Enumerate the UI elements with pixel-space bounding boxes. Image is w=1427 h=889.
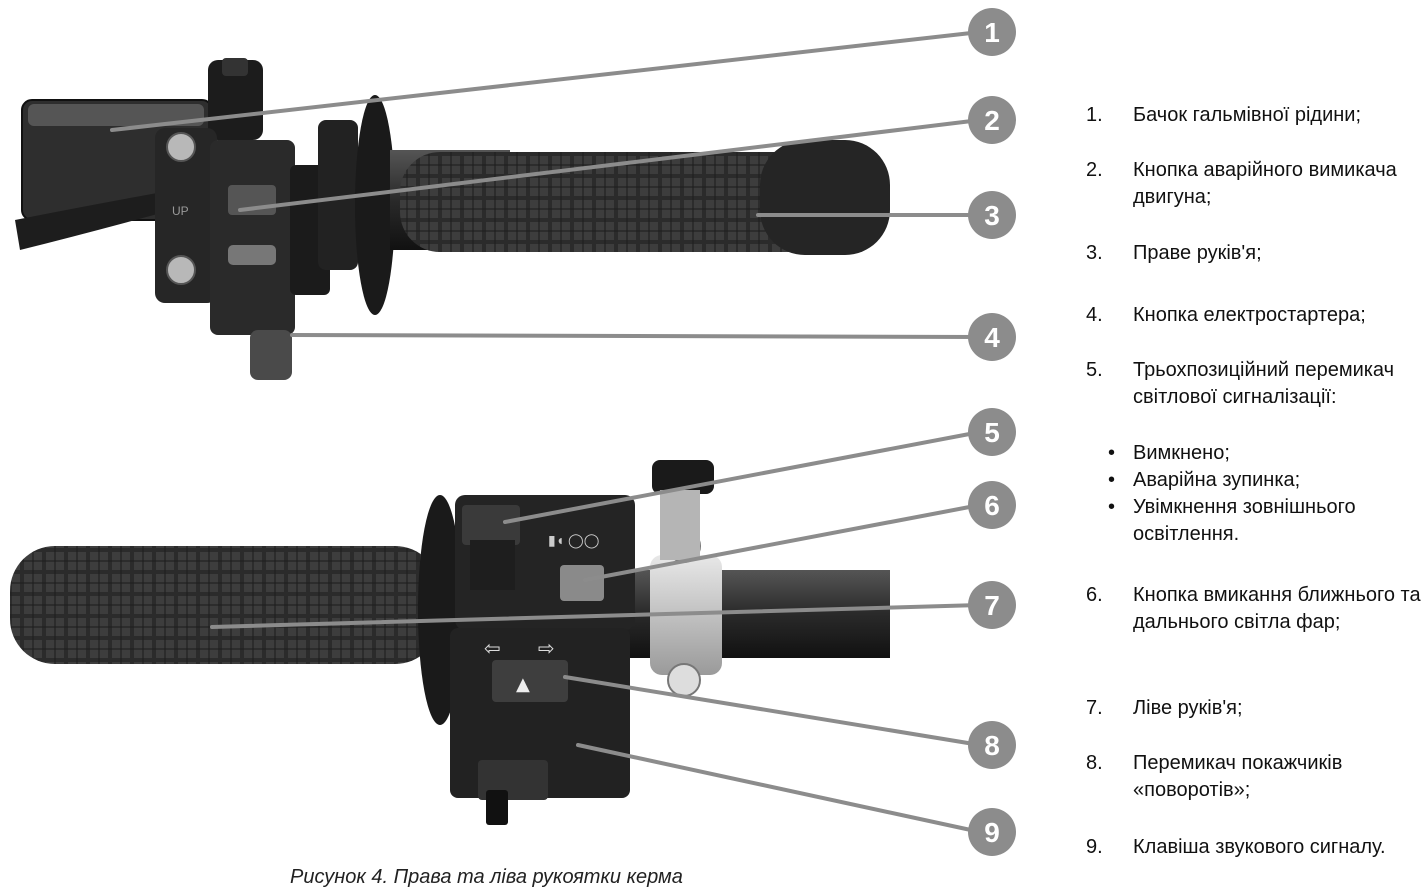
callout-number: 9 <box>984 817 1000 848</box>
callout-number: 4 <box>984 322 1000 353</box>
handlebar-illustration: UP ▮◖ ◯◯ ⇦ ⇨ ▲ <box>10 8 1016 856</box>
sub-item-text: Вимкнено; <box>1133 442 1230 464</box>
callout-number: 1 <box>984 17 1000 48</box>
callout-number: 3 <box>984 200 1000 231</box>
callout-marker-4: 4 <box>968 313 1016 361</box>
svg-text:▮◖ ◯◯: ▮◖ ◯◯ <box>548 532 599 549</box>
bullet-icon: • <box>1108 469 1116 491</box>
item-text: Клавіша звукового сигналу. <box>1133 836 1386 858</box>
callout-marker-3: 3 <box>968 191 1016 239</box>
item-number: 7. <box>1086 697 1103 719</box>
sub-item-text: Аварійна зупинка; <box>1133 469 1301 491</box>
turn-signal-switch <box>492 660 568 702</box>
item-text: Кнопка вмикання ближнього та дальнього с… <box>1133 584 1421 633</box>
left-grip <box>10 546 440 664</box>
light-switch <box>462 505 520 545</box>
callout-number: 5 <box>984 417 1000 448</box>
headlight-button <box>560 565 604 601</box>
callout-number: 8 <box>984 730 1000 761</box>
callout-marker-2: 2 <box>968 96 1016 144</box>
callout-number: 7 <box>984 590 1000 621</box>
callout-markers: 1 2 3 4 5 6 7 8 9 <box>968 8 1016 856</box>
item-number: 4. <box>1086 304 1103 326</box>
bullet-icon: • <box>1108 442 1116 464</box>
callout-number: 6 <box>984 490 1000 521</box>
item-number: 9. <box>1086 836 1103 858</box>
item-number: 1. <box>1086 104 1103 126</box>
item-text: Кнопка електростартера; <box>1133 304 1366 326</box>
left-handle: ▮◖ ◯◯ ⇦ ⇨ ▲ <box>10 460 890 825</box>
callout-marker-5: 5 <box>968 408 1016 456</box>
callout-marker-6: 6 <box>968 481 1016 529</box>
callout-marker-1: 1 <box>968 8 1016 56</box>
item-text: Бачок гальмівної рідини; <box>1133 104 1362 126</box>
svg-text:▲: ▲ <box>516 674 530 695</box>
item-text: Ліве руків'я; <box>1133 697 1243 719</box>
callout-marker-8: 8 <box>968 721 1016 769</box>
item-number: 6. <box>1086 584 1103 606</box>
sub-item: • Аварійна зупинка; <box>1108 467 1426 494</box>
item-text: Праве руків'я; <box>1133 242 1262 264</box>
item-text: Кнопка аварійного вимикача двигуна; <box>1133 159 1397 208</box>
figure-caption: Рисунок 4. Права та ліва рукоятки керма <box>290 866 683 888</box>
sub-item-text: Увімкнення зовнішнього освітлення. <box>1133 496 1356 545</box>
right-handle: UP <box>15 58 890 380</box>
svg-text:⇦: ⇦ <box>484 636 501 660</box>
callout-number: 2 <box>984 105 1000 136</box>
sub-item: • Вимкнено; <box>1108 440 1426 467</box>
callout-marker-7: 7 <box>968 581 1016 629</box>
handlebar-figure: UP ▮◖ ◯◯ ⇦ ⇨ ▲ <box>10 8 1016 856</box>
leader-lines <box>110 30 982 834</box>
item-number: 5. <box>1086 359 1103 381</box>
item-number: 2. <box>1086 159 1103 181</box>
bullet-icon: • <box>1108 496 1116 518</box>
item-text: Трьохпозиційний перемикач світлової сигн… <box>1133 359 1395 408</box>
item-text: Перемикач покажчиків «поворотів»; <box>1133 752 1343 801</box>
svg-text:⇨: ⇨ <box>538 636 555 660</box>
svg-text:UP: UP <box>172 204 189 218</box>
starter-button <box>250 330 292 380</box>
sub-item: • Увімкнення зовнішнього освітлення. <box>1108 494 1426 548</box>
item-number: 3. <box>1086 242 1103 264</box>
item-number: 8. <box>1086 752 1103 774</box>
sub-item-list: • Вимкнено; • Аварійна зупинка; • Увімкненн… <box>1108 440 1426 548</box>
callout-marker-9: 9 <box>968 808 1016 856</box>
